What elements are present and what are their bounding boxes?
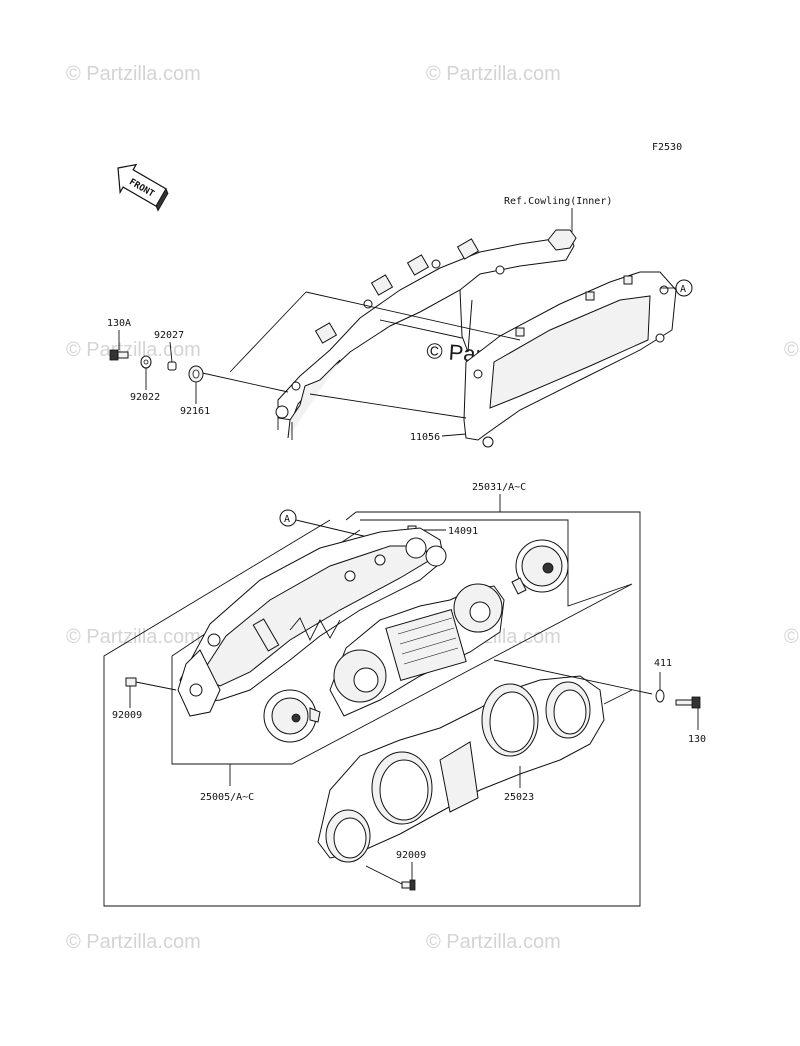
part-label-14091: 14091	[448, 526, 478, 537]
callout-a-circle	[279, 509, 297, 527]
callout-a-label: A	[680, 284, 686, 295]
watermark-text: © Partzilla.com	[426, 63, 561, 85]
gauge-small-lower	[263, 689, 321, 743]
part-label-92009-left: 92009	[112, 710, 142, 721]
part-label-130: 130	[688, 734, 706, 745]
part-label-92022: 92022	[130, 392, 160, 403]
leader-line	[603, 689, 633, 705]
leader-line	[169, 341, 173, 363]
leader-line	[135, 681, 177, 691]
callout-a-label: A	[284, 514, 290, 525]
fasteners-upper	[109, 349, 204, 383]
meter-face-panel	[329, 583, 505, 717]
front-arrow-icon: FRONT	[117, 163, 169, 212]
assembly-outline-25005: 25005/A~C	[171, 519, 633, 803]
watermark-text: © Partzilla.com	[66, 931, 201, 953]
part-label-25031: 25031/A~C	[472, 482, 526, 493]
watermark-text: © Partzilla.com	[426, 931, 561, 953]
part-label-25005: 25005/A~C	[200, 792, 254, 803]
watermark-text: © Partzilla.com	[66, 63, 201, 85]
part-label-130A: 130A	[107, 318, 131, 329]
part-label-92161: 92161	[180, 406, 210, 417]
guide-lines-upper	[197, 291, 521, 419]
leader-line	[365, 865, 403, 885]
collar-92027-icon	[167, 361, 177, 371]
watermark-text: © Partzilla.com	[66, 339, 201, 361]
watermark-text-edge: ©	[784, 626, 799, 648]
meter-front-cover-25023	[317, 675, 605, 863]
screw-92009-icon	[125, 677, 137, 687]
bracket-panel-11056	[463, 271, 677, 448]
part-label-11056: 11056	[410, 432, 440, 443]
meter-rear-case	[177, 527, 447, 717]
leader-line	[295, 519, 373, 539]
washer-411-icon	[655, 689, 665, 703]
leader-line	[493, 659, 653, 695]
bolt-130A-icon	[109, 349, 129, 361]
cowling-inner-frame	[275, 229, 577, 440]
part-label-25023: 25023	[504, 792, 534, 803]
part-label-411: 411	[654, 658, 672, 669]
part-label-92027: 92027	[154, 330, 184, 341]
bolt-130-icon	[675, 696, 701, 709]
gauge-small-upper	[511, 539, 569, 595]
figure-code: F2530	[652, 142, 682, 153]
watermark-text-edge: ©	[784, 339, 799, 361]
leader-line	[441, 433, 467, 437]
watermark-layer: © Partzilla.com © Partzilla.com © Partzi…	[66, 63, 799, 953]
watermark-text: © Partzilla.com	[66, 626, 201, 648]
assembly-outline-25031: 25031/A~C	[103, 482, 641, 907]
ref-cowling-label: Ref.Cowling(Inner)	[504, 196, 612, 207]
screw-92009-lower-icon	[401, 879, 416, 891]
part-label-92009-lower: 92009	[396, 850, 426, 861]
